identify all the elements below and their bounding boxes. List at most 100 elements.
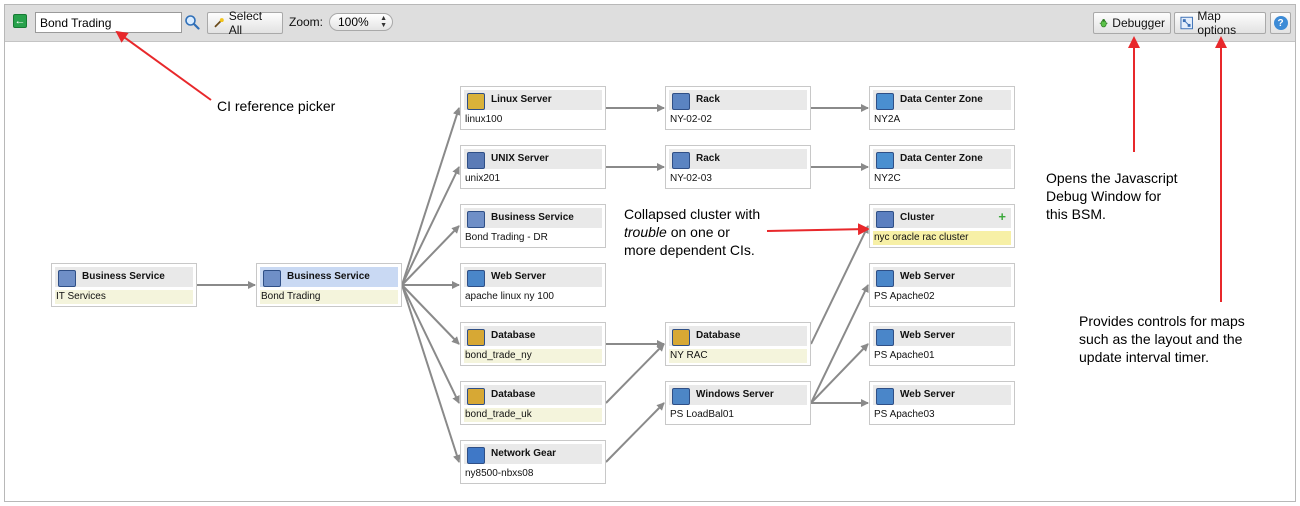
web-server-icon — [467, 270, 485, 287]
dependency-edge — [810, 284, 869, 404]
ci-node-web-server[interactable]: Web Server PS Apache02 — [869, 263, 1015, 307]
ci-node-header: UNIX Server — [464, 149, 602, 169]
ci-type-label: Web Server — [900, 271, 955, 282]
select-all-button[interactable]: Select All — [207, 9, 283, 37]
annotation-map-options-line3: update interval timer. — [1079, 349, 1209, 365]
ci-node-header: Business Service — [260, 267, 398, 287]
debugger-button[interactable]: Debugger — [1093, 12, 1171, 34]
database-icon — [467, 388, 485, 405]
dependency-edge — [401, 284, 460, 404]
ci-node-header: Rack — [669, 90, 807, 110]
ci-node-header: Cluster + — [873, 208, 1011, 228]
ci-type-label: Windows Server — [696, 389, 774, 400]
dependency-edge — [810, 225, 869, 345]
ci-node-web-server[interactable]: Web Server PS Apache01 — [869, 322, 1015, 366]
ci-node-header: Business Service — [55, 267, 193, 287]
ci-node-network-gear[interactable]: Network Gear ny8500-nbxs08 — [460, 440, 606, 484]
ci-node-cluster[interactable]: Cluster + nyc oracle rac cluster — [869, 204, 1015, 248]
annotation-cluster-line3: more dependent CIs. — [624, 242, 755, 258]
back-arrow-icon[interactable]: ← — [13, 14, 27, 28]
ci-type-label: Web Server — [491, 271, 546, 282]
database-icon — [672, 329, 690, 346]
ci-name-label: linux100 — [465, 114, 503, 125]
database-icon — [467, 329, 485, 346]
ci-type-label: Rack — [696, 153, 720, 164]
linux-server-icon — [467, 93, 485, 110]
ci-name-label: NY2A — [874, 114, 901, 125]
ci-type-label: Business Service — [491, 212, 574, 223]
unix-server-icon — [467, 152, 485, 169]
expand-cluster-icon[interactable]: + — [998, 209, 1006, 224]
ci-name-label: bond_trade_uk — [464, 408, 602, 422]
help-button[interactable]: ? — [1270, 12, 1291, 34]
bsm-map-window: ← Select All Zoom: 100% ▲▼ Debugger — [4, 4, 1296, 502]
cluster-icon — [876, 211, 894, 228]
ci-name-label: ny8500-nbxs08 — [465, 468, 534, 479]
ci-node-database[interactable]: Database bond_trade_uk — [460, 381, 606, 425]
ci-node-header: Network Gear — [464, 444, 602, 464]
ci-name-label: PS LoadBal01 — [670, 409, 734, 420]
zoom-value: 100% — [338, 15, 369, 29]
rack-icon — [672, 152, 690, 169]
bug-icon — [1099, 19, 1108, 28]
ci-type-label: Network Gear — [491, 448, 557, 459]
ci-name-label: nyc oracle rac cluster — [873, 231, 1011, 245]
annotation-trouble-word: trouble — [624, 224, 667, 240]
annotation-debugger: Opens the Javascript Debug Window for th… — [1046, 169, 1178, 223]
ci-type-label: Linux Server — [491, 94, 552, 105]
wand-icon — [214, 18, 224, 28]
ci-node-header: Business Service — [464, 208, 602, 228]
ci-node-header: Data Center Zone — [873, 90, 1011, 110]
map-options-label: Map options — [1197, 9, 1237, 37]
ci-name-label: PS Apache01 — [874, 350, 935, 361]
zoom-label: Zoom: — [289, 15, 324, 29]
ci-node-header: Database — [464, 385, 602, 405]
ci-node-header: Web Server — [873, 267, 1011, 287]
zoom-select[interactable]: 100% ▲▼ — [329, 13, 393, 31]
ci-node-windows-server[interactable]: Windows Server PS LoadBal01 — [665, 381, 811, 425]
search-icon[interactable] — [184, 14, 200, 30]
annotation-cluster-line2-rest: on one or — [666, 224, 730, 240]
annotation-cluster-line2: trouble on one or — [624, 223, 760, 241]
annotation-debugger-line2: Debug Window for — [1046, 188, 1162, 204]
ci-node-header: Database — [464, 326, 602, 346]
network-gear-icon — [467, 447, 485, 464]
ci-name-label: NY-02-03 — [670, 173, 712, 184]
ci-type-label: Cluster — [900, 212, 935, 223]
ci-name-label: NY-02-02 — [670, 114, 712, 125]
business-service-icon — [467, 211, 485, 228]
ci-node-header: Web Server — [873, 385, 1011, 405]
ci-name-label: PS Apache02 — [874, 291, 935, 302]
dependency-edge — [401, 107, 461, 286]
ci-type-label: Business Service — [287, 271, 370, 282]
dependency-edge — [401, 284, 460, 345]
web-server-icon — [876, 270, 894, 287]
annotation-map-options-line1: Provides controls for maps — [1079, 313, 1245, 329]
ci-reference-input[interactable] — [35, 12, 182, 33]
ci-name-label: NY2C — [874, 173, 901, 184]
annotation-ci-picker: CI reference picker — [217, 98, 336, 114]
map-options-button[interactable]: Map options — [1174, 9, 1266, 37]
ci-node-linux-server[interactable]: Linux Server linux100 — [460, 86, 606, 130]
ci-name-label: NY RAC — [669, 349, 807, 363]
ci-node-header: Web Server — [464, 267, 602, 287]
annotation-debugger-line1: Opens the Javascript — [1046, 170, 1178, 186]
toolbar: ← Select All Zoom: 100% ▲▼ Debugger — [5, 5, 1295, 42]
ci-type-label: Rack — [696, 94, 720, 105]
annotation-debugger-line3: this BSM. — [1046, 206, 1106, 222]
annotation-arrow-cluster — [766, 223, 870, 236]
ci-node-header: Web Server — [873, 326, 1011, 346]
